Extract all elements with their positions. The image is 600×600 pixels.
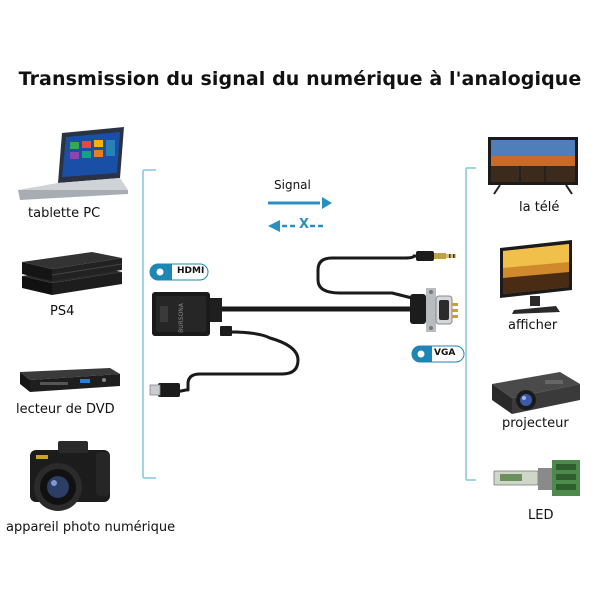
usb-connector-icon — [149, 383, 180, 397]
signal-arrow-blocked — [268, 220, 326, 232]
projector-icon — [492, 372, 580, 414]
vga-connector-icon — [410, 288, 458, 332]
monitor-icon — [500, 240, 572, 314]
game-console-icon — [22, 252, 123, 295]
tv-icon — [488, 137, 578, 195]
source-label-ps4: PS4 — [50, 304, 75, 319]
source-label-tablet: tablette PC — [28, 206, 101, 221]
dvd-player-icon — [20, 368, 120, 392]
camera-icon — [30, 441, 110, 511]
hdmi-badge — [149, 263, 209, 281]
adapter-body — [152, 292, 222, 336]
adapter-brand: BURSONA — [178, 302, 185, 333]
output-label-projector: projecteur — [502, 416, 569, 431]
vga-badge — [411, 345, 465, 363]
hdmi-badge-text: HDMI — [177, 266, 205, 276]
vga-badge-text: VGA — [434, 348, 456, 358]
output-label-monitor: afficher — [508, 318, 558, 333]
cable-assembly — [174, 254, 420, 394]
led-board-icon — [493, 460, 580, 496]
left-bracket — [142, 169, 156, 479]
output-label-led: LED — [528, 508, 554, 523]
signal-arrow-forward — [268, 197, 332, 209]
output-label-tv: la télé — [519, 200, 560, 215]
right-bracket — [465, 167, 476, 481]
laptop-icon — [18, 127, 128, 200]
source-label-dvd: lecteur de DVD — [16, 402, 115, 417]
signal-label: Signal — [274, 178, 311, 192]
audio-jack-icon — [416, 251, 456, 261]
source-label-camera: appareil photo numérique — [6, 520, 176, 535]
signal-blocked-mark: X — [299, 217, 310, 232]
page-title: Transmission du signal du numérique à l'… — [18, 68, 582, 90]
micro-usb-connector — [220, 326, 232, 336]
